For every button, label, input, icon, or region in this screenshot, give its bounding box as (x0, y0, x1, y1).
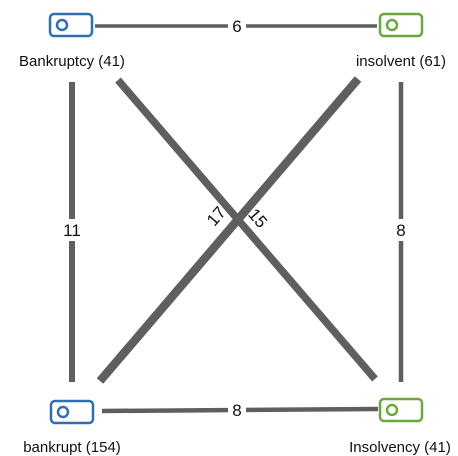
edge-label-bankrupt-insolvency: 8 (232, 401, 241, 420)
node-label-bankrupt: bankrupt (154) (23, 439, 121, 456)
tag-icon (55, 18, 69, 32)
node-label-insolvent: insolvent (61) (356, 53, 446, 70)
tag-icon (385, 403, 399, 417)
edge-bankrupt-insolvent (96, 76, 362, 384)
edge-bankruptcy-insolvency (115, 77, 378, 382)
node-label-insolvency: Insolvency (41) (349, 439, 451, 456)
node-bankruptcy[interactable]: Bankruptcy (41) (19, 12, 125, 70)
edge-label-insolvent-insolvency: 8 (396, 221, 405, 240)
node-label-bankruptcy: Bankruptcy (41) (19, 53, 125, 70)
edge-label-bankruptcy-insolvent: 6 (232, 17, 241, 36)
node-bankrupt[interactable]: bankrupt (154) (23, 399, 121, 456)
tag-icon (56, 405, 70, 419)
node-insolvency[interactable]: Insolvency (41) (349, 397, 451, 456)
tag-icon (385, 18, 399, 32)
node-insolvent[interactable]: insolvent (61) (356, 12, 446, 70)
edge-label-bankruptcy-bankrupt: 11 (63, 221, 81, 240)
edges (69, 24, 404, 414)
